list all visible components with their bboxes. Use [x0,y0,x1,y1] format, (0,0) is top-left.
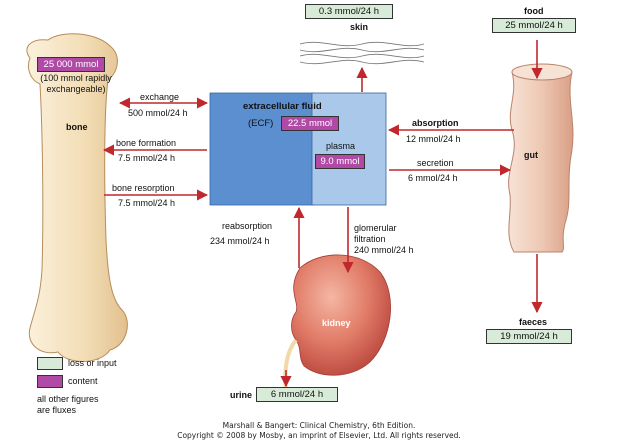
legend-content-swatch [37,375,63,388]
plasma-label: plasma [326,141,356,151]
legend-note-line2: are fluxes [37,405,77,415]
ureter [283,338,298,393]
gut-label: gut [524,150,538,160]
absorption-flux: 12 mmol/24 h [406,134,461,144]
plasma-content-box: 9.0 mmol [315,154,365,169]
skin-label: skin [350,22,369,32]
kidney-label: kidney [322,318,351,328]
reabsorption-label: reabsorption [222,221,273,231]
footer-line2: Copyright © 2008 by Mosby, an imprint of… [177,431,461,440]
skin-layers [299,41,425,65]
gut-opening [511,63,573,81]
bone-content-box: 25 000 mmol [37,57,105,72]
exchange-label: exchange [140,92,180,102]
filtration-label-line1: glomerular [354,223,397,233]
food-label: food [524,6,544,16]
ecf-title: extracellular fluid [243,101,322,112]
flux-arrows [102,40,543,388]
urine-flux-box: 6 mmol/24 h [256,387,338,402]
bone-formation-flux: 7.5 mmol/24 h [118,153,176,163]
legend-loss-input-swatch [37,357,63,370]
ecf-box [209,92,315,206]
legend-loss-input-label: loss or input [68,358,117,368]
bone-formation-label: bone formation [116,138,177,148]
bone-note-line1: (100 mmol rapidly exchangeable) [40,73,112,94]
plasma-region [311,92,387,206]
urine-label: urine [230,390,253,400]
filtration-label-line2: filtration [354,234,386,244]
legend-content-label: content [68,376,98,386]
footer-line1: Marshall & Bangert: Clinical Chemistry, … [222,421,416,430]
secretion-flux: 6 mmol/24 h [408,173,458,183]
food-flux-box: 25 mmol/24 h [492,18,576,33]
bone-label: bone [66,122,88,132]
kidney-shape [291,254,391,376]
faeces-label: faeces [519,317,548,327]
skin-flux-box: 0.3 mmol/24 h [305,4,393,19]
absorption-label: absorption [412,118,459,128]
bone-resorption-flux: 7.5 mmol/24 h [118,198,176,208]
exchange-flux: 500 mmol/24 h [128,108,188,118]
ecf-abbr: (ECF) [248,118,274,129]
reabsorption-flux: 234 mmol/24 h [210,236,270,246]
gut-shape [508,64,574,253]
legend-note-line1: all other figures [37,394,99,404]
secretion-label: secretion [417,158,454,168]
ecf-content-box: 22.5 mmol [281,116,339,131]
faeces-flux-box: 19 mmol/24 h [486,329,572,344]
bone-resorption-label: bone resorption [112,183,175,193]
filtration-flux: 240 mmol/24 h [354,245,414,255]
bone-shape [26,33,128,362]
